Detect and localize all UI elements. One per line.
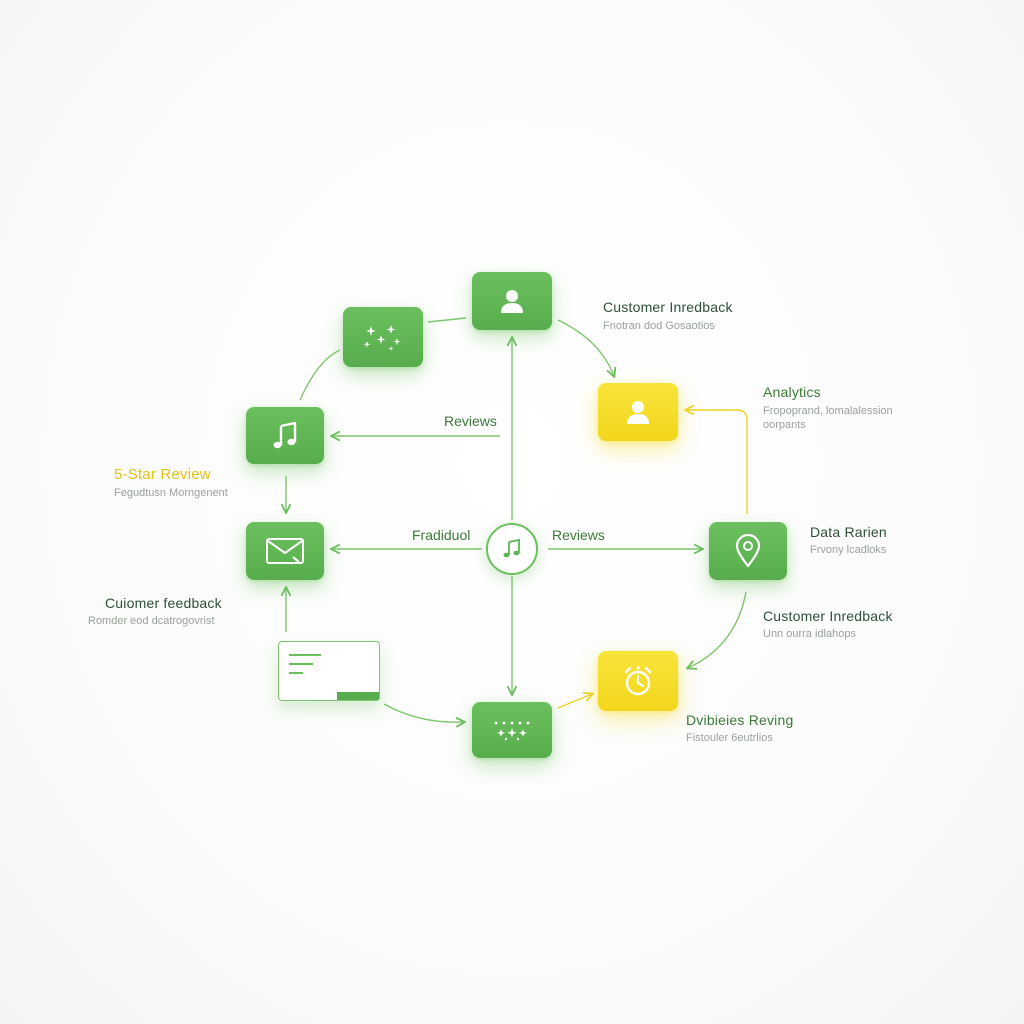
wire-label-reviews-upper: Reviews [444,413,497,429]
label-subtitle: Fegudtusn Morngenent [114,487,228,499]
user-icon [627,401,649,424]
label-customer-inredback-top: Customer Inredback Fnotran dod Gosaotios [603,299,733,333]
node-stars[interactable] [472,702,552,758]
label-data-rarien: Data Rarien Frvony lcadloks [810,524,887,557]
node-sparkles[interactable] [343,307,423,367]
label-five-star-review: 5-Star Review Fegudtusn Morngenent [114,466,228,500]
stars-icon [494,721,530,741]
card-line [289,672,303,674]
node-music[interactable] [246,407,324,464]
node-analytics[interactable] [598,383,678,441]
link-top-analytics [557,319,614,376]
label-subtitle: Romder eod dcatrogovrist [88,615,215,627]
label-title: Analytics [763,384,821,400]
label-title: Dvibieies Reving [686,712,794,728]
label-subtitle: Fistouler 6eutrlios [686,732,773,744]
link-music-upperleft [299,349,341,401]
label-subtitle: Unn ourra idlahops [763,628,856,640]
node-customer-top[interactable] [472,272,552,330]
link-bottom-timer [557,694,592,709]
location-pin-icon [735,533,761,568]
label-dvibieies-reving: Dvibieies Reving Fistouler 6eutrlios [686,712,793,745]
label-title: Data Rarien [810,524,887,540]
label-title: Customer Inredback [763,608,893,624]
wire-label-feedback-center: Fradiduol [412,527,471,543]
node-document-card[interactable] [278,641,380,701]
sparkles-icon [363,325,401,351]
alarm-clock-icon [624,666,652,696]
link-location-timer [688,591,747,668]
card-line [289,654,321,656]
label-subtitle: Fropoprand, lomalalession oorpants [763,404,893,432]
label-subtitle-line: oorpants [763,419,806,431]
label-subtitle-line: Fropoprand, lomalalession [763,405,893,417]
node-location[interactable] [709,522,787,580]
label-customer-inredback-right: Customer Inredback Unn ourra idlahops [763,608,893,641]
music-note-icon [273,421,297,448]
card-line [289,663,313,665]
envelope-icon [266,538,304,564]
link-upperleft-top [427,317,467,323]
link-location-analytics [686,410,748,514]
label-title: 5-Star Review [114,466,211,483]
node-timer[interactable] [598,651,678,711]
label-title: Cuiomer feedback [105,595,222,611]
center-hub[interactable] [486,523,538,575]
music-note-icon [503,538,520,558]
label-subtitle: Fnotran dod Gosaotios [603,320,715,332]
card-accent-bar [337,692,379,700]
label-analytics: Analytics Fropoprand, lomalalession oorp… [763,384,893,432]
label-customer-feedback-left: Cuiomer feedback Romder eod dcatrogovris… [88,595,222,628]
wire-label-reviews-center: Reviews [552,527,605,543]
node-mail[interactable] [246,522,324,580]
link-card-bottom [383,703,464,722]
user-icon [501,290,523,313]
label-title: Customer Inredback [603,299,733,315]
label-subtitle: Frvony lcadloks [810,544,887,556]
